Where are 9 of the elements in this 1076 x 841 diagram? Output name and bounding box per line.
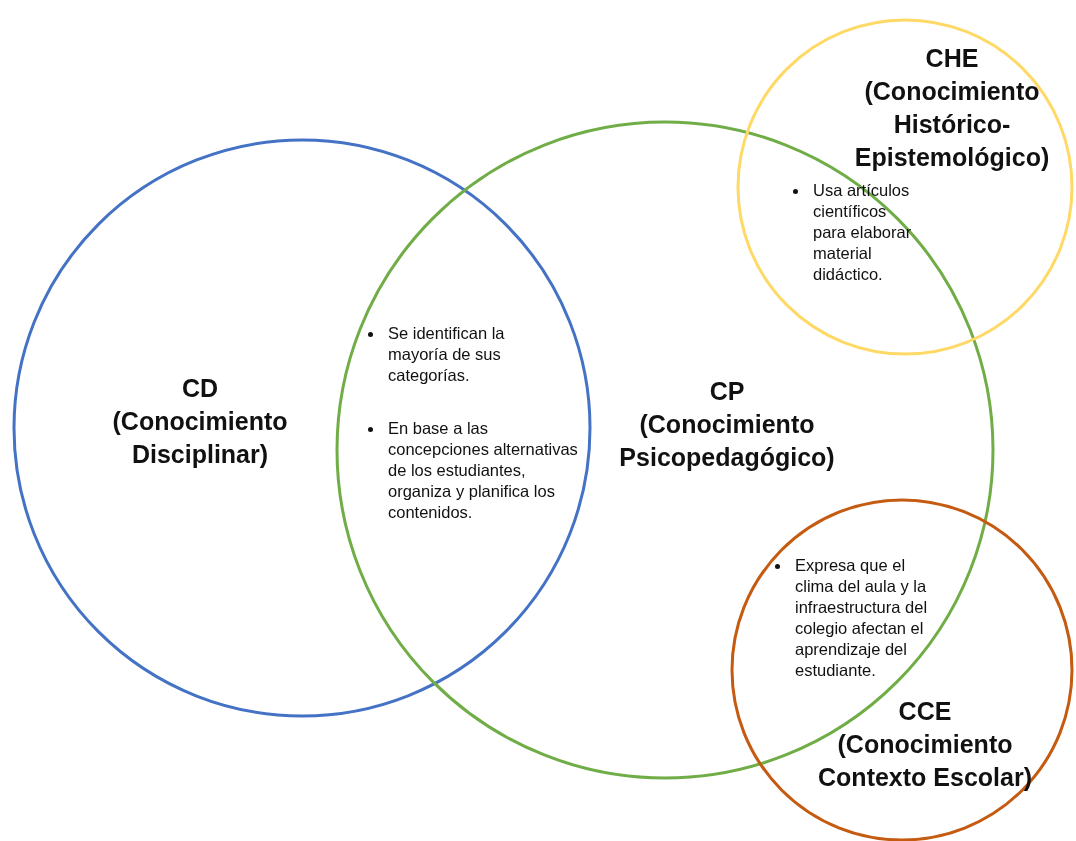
bullet-text: Se identifican la mayoría de sus categorías. — [388, 323, 506, 386]
bullet-text: Expresa que el clima del aula y la infraestructura del colegio afectan el aprendizaje del estudiante. — [795, 555, 929, 681]
venn-circle — [736, 18, 1074, 356]
circle-title: CHE (Conocimiento Histórico-Epistemológico) — [854, 43, 1050, 173]
circle-title: CCE (Conocimiento Contexto Escolar) — [817, 696, 1033, 793]
circle-title: CP (Conocimiento Psicopedagógico) — [619, 376, 835, 473]
bullet-text: En base a las concepciones alternativas de los estudiantes, organiza y planifica los contenidos. — [388, 418, 578, 523]
circle-title: CD (Conocimiento Disciplinar) — [112, 373, 288, 470]
venn-circle — [12, 138, 592, 718]
